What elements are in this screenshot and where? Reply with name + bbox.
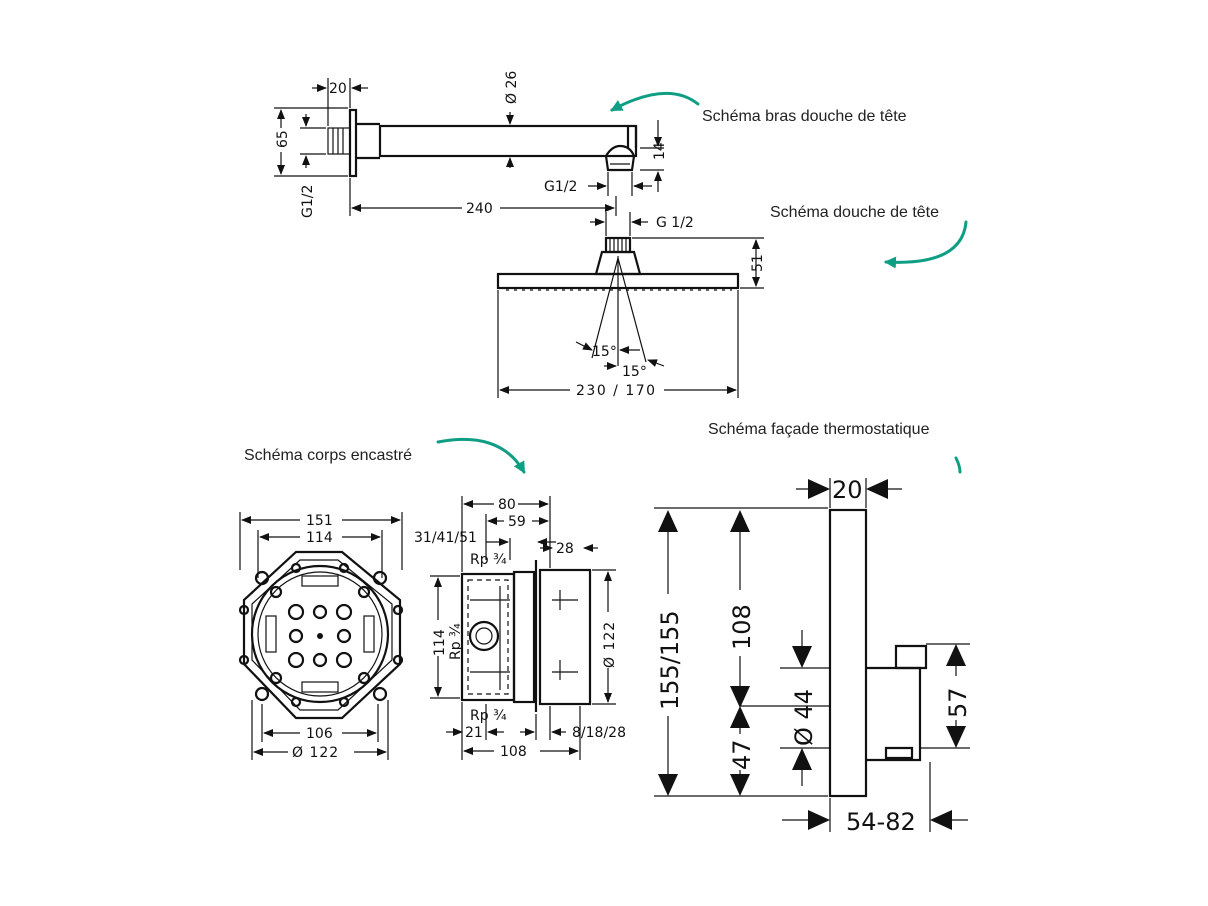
side-dim-114: 114: [432, 629, 448, 656]
side-rp-side: Rp ¾: [448, 623, 464, 660]
side-dim-81828: 8/18/28: [572, 725, 626, 741]
side-dim-21: 21: [465, 725, 483, 741]
side-dim-108: 108: [500, 744, 527, 760]
head-dim-g12: G 1/2: [656, 215, 694, 231]
arm-dim-g12-bottom: G1/2: [544, 179, 577, 195]
front-dim-106: 106: [306, 726, 333, 742]
arm-dim-14: 14: [652, 142, 668, 160]
facade-handle: [866, 666, 922, 762]
arm-dim-d26: Ø 26: [504, 71, 520, 104]
thermo-dim-47: 47: [728, 739, 756, 770]
thermo-dim-5482: 54-82: [846, 808, 916, 836]
arm-dim-g12-left: G1/2: [300, 185, 316, 218]
caption-arrow-arm: [610, 91, 700, 112]
front-dim-114: 114: [306, 530, 333, 546]
thermo-dim-20: 20: [832, 476, 863, 504]
body-side-view: 80 59 31/41/51 28 Rp ¾ 114 Rp ¾ Ø 122 Rp…: [414, 496, 626, 760]
shower-arm-drawing: 20 Ø 26 65 G1/2 14 G1/2 240: [274, 71, 668, 218]
side-dim-28: 28: [556, 541, 574, 557]
arm-wall-plate: [348, 108, 358, 178]
arm-elbow-connector: [604, 144, 636, 172]
side-rp-bottom: Rp ¾: [470, 708, 507, 724]
side-dim-314151: 31/41/51: [414, 530, 477, 546]
side-outlet: [468, 620, 500, 652]
arm-dim-65: 65: [275, 130, 291, 148]
head-dim-width: 230 / 170: [576, 383, 657, 399]
caption-arrow-thermo: [954, 456, 962, 474]
shower-head-drawing: G 1/2 51 15° 15° 230 / 170: [496, 212, 766, 399]
thermo-dim-155: 155/155: [656, 610, 684, 710]
arm-thread: [327, 127, 351, 155]
arm-dim-20: 20: [329, 81, 347, 97]
caption-arrow-head: [884, 220, 968, 269]
body-front-ring: [250, 564, 390, 704]
facade-plate: [828, 508, 868, 798]
thermo-dim-108: 108: [728, 604, 756, 650]
side-dim-59: 59: [508, 514, 526, 530]
side-dim-d122: Ø 122: [602, 621, 618, 668]
caption-embedded-body: Schéma corps encastré: [244, 447, 412, 464]
thermo-dim-d44: Ø 44: [790, 689, 818, 746]
body-front-holes: [287, 603, 353, 669]
side-cover: [538, 568, 592, 706]
head-dim-51: 51: [750, 254, 766, 272]
body-front-view: 151 114 106 Ø 122: [238, 512, 404, 761]
side-rp-top: Rp ¾: [470, 552, 507, 568]
side-dim-80: 80: [498, 497, 516, 513]
arm-tube: [378, 124, 638, 158]
front-dim-d122: Ø 122: [292, 745, 339, 761]
arm-dim-240: 240: [466, 201, 493, 217]
body-front-octagon: [242, 550, 402, 720]
front-dim-151: 151: [306, 513, 333, 529]
caption-thermostatic-facade: Schéma façade thermostatique: [708, 421, 930, 438]
body-front-mounting-lugs: [238, 562, 404, 708]
caption-shower-arm: Schéma bras douche de tête: [702, 108, 907, 125]
head-angle-right: 15°: [622, 364, 647, 380]
head-angle-left: 15°: [592, 344, 617, 360]
caption-shower-head: Schéma douche de tête: [770, 204, 939, 221]
thermo-dim-57: 57: [944, 687, 972, 718]
thermostatic-facade-drawing: 20 155/155 108 47 Ø 44 57 54-82: [654, 476, 972, 836]
caption-arrow-body: [436, 437, 526, 474]
